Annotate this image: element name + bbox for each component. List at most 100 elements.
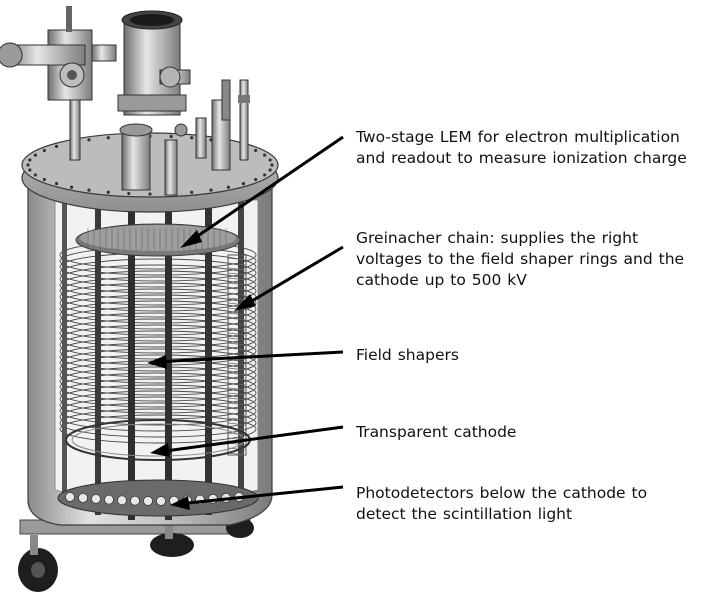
arrow-photodetectors bbox=[170, 485, 344, 510]
flange-bolt bbox=[54, 144, 59, 148]
flange-bolt bbox=[209, 188, 213, 192]
flange-bolt bbox=[268, 168, 272, 172]
chain-stage bbox=[227, 342, 247, 346]
field-shaper-ring bbox=[59, 372, 257, 402]
top-feedthroughs bbox=[0, 6, 250, 196]
label-photodetectors-line-2: detect the scintillation light bbox=[356, 505, 573, 523]
chain-stage bbox=[227, 412, 247, 416]
field-shaper-ring bbox=[59, 318, 257, 348]
chain-stage bbox=[227, 272, 247, 276]
field-shaper-ring bbox=[59, 276, 257, 306]
flange-bolt bbox=[28, 168, 32, 172]
flange-bolt bbox=[87, 188, 91, 192]
flange-bolt bbox=[254, 148, 258, 153]
flange-bolt bbox=[106, 136, 110, 140]
pmt bbox=[143, 496, 153, 506]
pmt bbox=[117, 495, 127, 506]
field-shaper-ring bbox=[59, 384, 257, 414]
flange-bolt bbox=[54, 182, 59, 186]
flange-bolt bbox=[268, 158, 272, 162]
flange-bolt bbox=[106, 190, 110, 194]
chain-stage bbox=[227, 312, 247, 316]
label-greinacher-line-1: Greinacher chain: supplies the right bbox=[356, 229, 639, 247]
field-shaper-ring bbox=[59, 354, 257, 384]
pmt bbox=[78, 493, 88, 503]
chain-stage bbox=[227, 292, 247, 296]
field-shaper-ring bbox=[59, 306, 257, 336]
field-shaper-ring bbox=[59, 288, 257, 318]
flange-bolt bbox=[127, 191, 131, 196]
chain-stage bbox=[227, 362, 247, 366]
field-shaper-ring bbox=[59, 258, 257, 288]
chain-stage bbox=[227, 387, 247, 391]
chain-stage bbox=[227, 332, 247, 336]
pmt bbox=[156, 496, 166, 506]
field-shaper-ring bbox=[59, 270, 257, 300]
arrow-field-shapers bbox=[147, 350, 344, 369]
chain-stage bbox=[227, 367, 247, 371]
flange-bolt bbox=[148, 192, 152, 196]
chain-stage bbox=[227, 347, 247, 351]
label-cathode: Transparent cathode bbox=[356, 422, 516, 443]
pmt bbox=[65, 492, 75, 502]
label-lem-line-2: and readout to measure ionization charge bbox=[356, 149, 687, 167]
base-frame bbox=[18, 518, 254, 592]
arrow-lem bbox=[180, 135, 344, 248]
field-shaper-ring bbox=[59, 402, 257, 432]
flange-bolt bbox=[254, 177, 258, 182]
chain-stage bbox=[227, 382, 247, 386]
chain-stage bbox=[227, 417, 247, 421]
field-shaper-ring bbox=[59, 396, 257, 426]
lem-plate bbox=[75, 223, 241, 257]
field-shaper-ring bbox=[59, 378, 257, 408]
arrow-cathode bbox=[150, 425, 344, 457]
flange-bolt bbox=[28, 158, 32, 162]
flange-bolt bbox=[33, 173, 37, 177]
flange-bolt bbox=[190, 136, 194, 140]
label-photodetectors: Photodetectors below the cathode to dete… bbox=[356, 483, 647, 525]
flange-bolt bbox=[42, 177, 46, 182]
chain-stage bbox=[227, 277, 247, 281]
chain-stage bbox=[227, 287, 247, 291]
label-photodetectors-line-1: Photodetectors below the cathode to bbox=[356, 484, 648, 502]
flange-bolt bbox=[263, 173, 267, 177]
chain-stage bbox=[227, 402, 247, 406]
field-shaper-ring bbox=[59, 264, 257, 294]
field-shaper-ring bbox=[59, 366, 257, 396]
label-lem-line-1: Two-stage LEM for electron multiplicatio… bbox=[356, 128, 680, 146]
flange-bolt bbox=[169, 134, 173, 139]
label-lem: Two-stage LEM for electron multiplicatio… bbox=[356, 127, 687, 169]
label-greinacher-line-2: voltages to the field shaper rings and t… bbox=[356, 250, 685, 268]
chain-stage bbox=[227, 392, 247, 396]
field-shaper-ring bbox=[59, 294, 257, 324]
chain-stage bbox=[227, 297, 247, 301]
label-field-shapers-line-1: Field shapers bbox=[356, 346, 459, 364]
chain-stage bbox=[227, 377, 247, 381]
field-shaper-ring bbox=[59, 408, 257, 438]
flange-bolt bbox=[270, 163, 274, 167]
chain-stage bbox=[227, 372, 247, 376]
chain-stage bbox=[227, 317, 247, 321]
chain-stage bbox=[227, 262, 247, 266]
chain-stage bbox=[227, 257, 247, 261]
flange-bolt bbox=[87, 138, 91, 142]
flange-bolt bbox=[241, 182, 246, 186]
label-field-shapers: Field shapers bbox=[356, 345, 459, 366]
chain-stage bbox=[227, 337, 247, 341]
chain-stage bbox=[227, 422, 247, 426]
field-shaper-ring bbox=[59, 414, 257, 444]
chain-stage bbox=[227, 352, 247, 356]
flange-bolt bbox=[33, 153, 37, 157]
chain-stage bbox=[227, 322, 247, 326]
callout-arrows bbox=[147, 135, 344, 510]
chain-stage bbox=[227, 407, 247, 411]
field-shaper-ring bbox=[59, 324, 257, 354]
flange-bolt bbox=[42, 148, 46, 153]
label-greinacher-line-3: cathode up to 500 kV bbox=[356, 271, 527, 289]
photodetectors bbox=[57, 479, 259, 517]
pmt bbox=[130, 495, 140, 506]
field-shaper-ring bbox=[59, 312, 257, 342]
flange-bolt bbox=[26, 163, 30, 167]
chain-stage bbox=[227, 452, 247, 456]
chain-stage bbox=[227, 327, 247, 331]
